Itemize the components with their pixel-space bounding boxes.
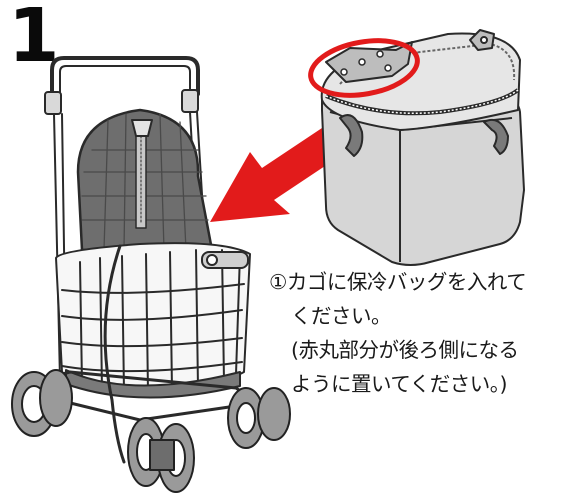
red-arrow-icon (210, 128, 334, 222)
cooler-bag-illustration (320, 29, 525, 266)
red-circle-highlight (308, 38, 420, 98)
instruction-note-line: (赤丸部分が後ろ側になる (291, 338, 519, 362)
instruction-line: ください。 (291, 304, 392, 328)
step-number: 1 (8, 0, 59, 79)
shopping-cart-illustration (11, 56, 291, 493)
instruction-line: ①カゴに保冷バッグを入れて (269, 270, 527, 294)
instruction-note-line: ように置いてください。) (291, 372, 508, 396)
instruction-text: ①カゴに保冷バッグを入れて ください。 (赤丸部分が後ろ側になる ように置いてく… (269, 265, 565, 401)
